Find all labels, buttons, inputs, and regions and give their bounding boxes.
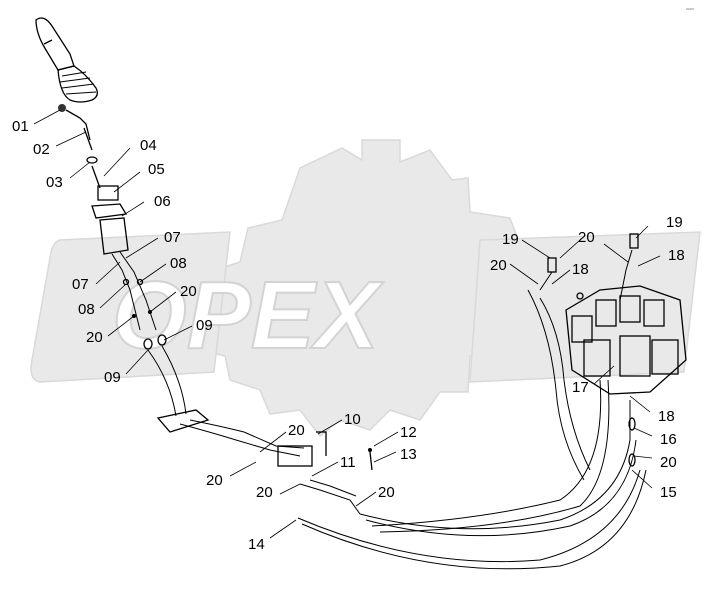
callout-01: 01 [12,118,29,135]
callout-20-h: 20 [490,257,507,274]
callout-labels: 01 02 03 04 05 06 07 07 08 08 20 20 09 0… [12,118,685,553]
corner-code: °°°° [686,8,694,14]
callout-16: 16 [660,431,677,448]
callout-09-left: 09 [104,369,121,386]
callout-20-i: 20 [660,454,677,471]
callout-19-right: 19 [666,214,683,231]
leader-lines [33,109,661,539]
callout-15: 15 [660,484,677,501]
joystick-assembly [35,17,245,441]
callout-18-right: 18 [668,247,685,264]
callout-20-d: 20 [206,472,223,489]
callout-06: 06 [154,193,171,210]
callout-12: 12 [400,424,417,441]
callout-20-a: 20 [180,283,197,300]
callout-07-left: 07 [72,276,89,293]
pilot-hoses [235,289,647,570]
callout-02: 02 [33,141,50,158]
callout-20-f: 20 [378,484,395,501]
callout-20-e: 20 [256,484,273,501]
callout-20-b: 20 [86,329,103,346]
callout-03: 03 [46,174,63,191]
callout-13: 13 [400,446,417,463]
callout-10: 10 [344,411,361,428]
callout-09-right: 09 [196,317,213,334]
callout-20-c: 20 [288,422,305,439]
callout-17: 17 [572,379,589,396]
callout-04: 04 [140,137,157,154]
callout-08-left: 08 [78,301,95,318]
callout-08-right: 08 [170,255,187,272]
callout-20-g: 20 [578,229,595,246]
callout-18-mid: 18 [658,408,675,425]
control-valve [539,233,687,467]
callout-19-left: 19 [502,231,519,248]
watermark-gear-logo: OPEX [30,139,701,438]
callout-07-right: 07 [164,229,181,246]
callout-05: 05 [148,161,165,178]
callout-14: 14 [248,536,265,553]
watermark-text: OPEX [112,262,384,369]
callout-18-top: 18 [572,261,589,278]
callout-11: 11 [340,454,356,471]
